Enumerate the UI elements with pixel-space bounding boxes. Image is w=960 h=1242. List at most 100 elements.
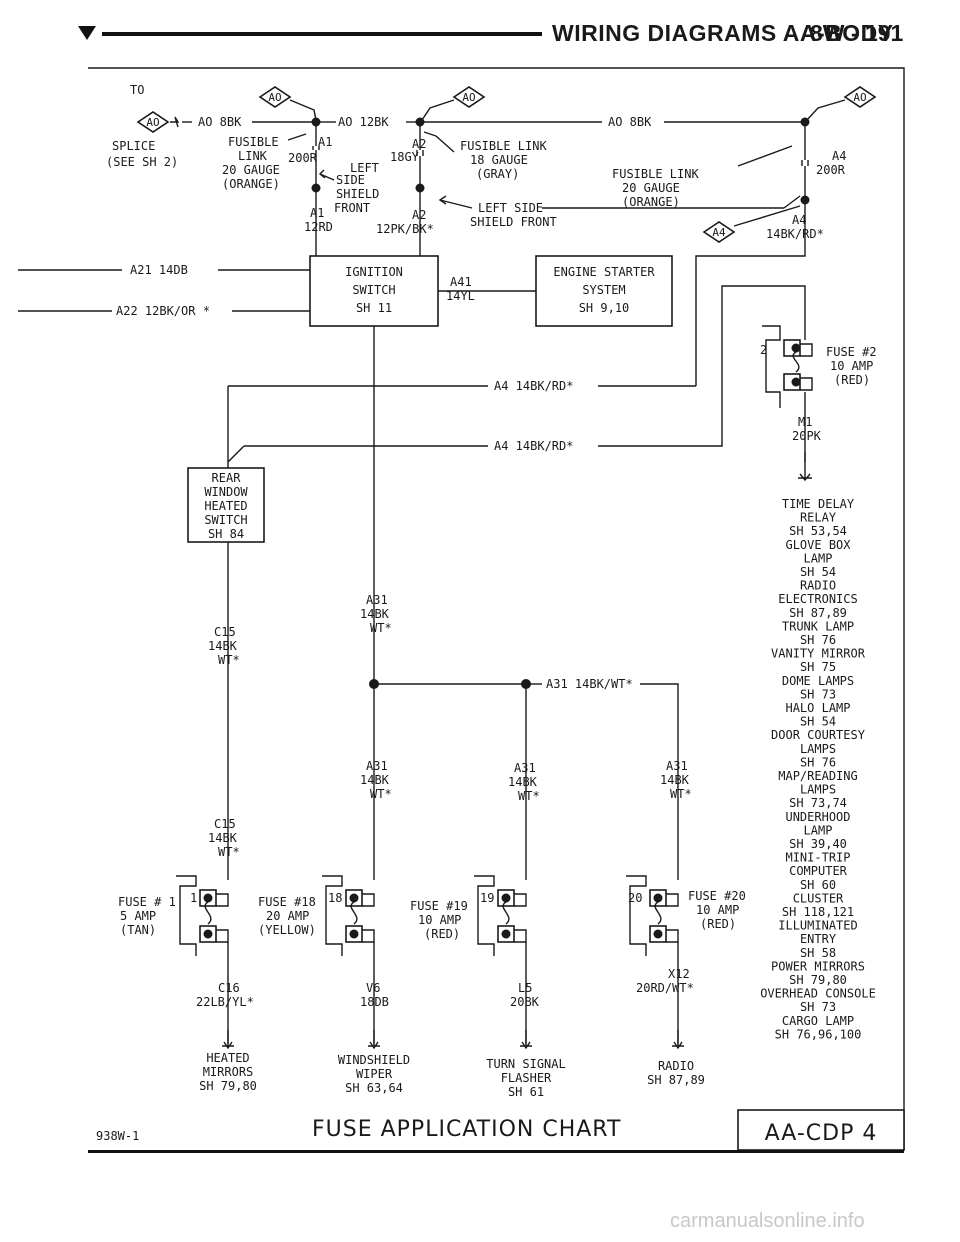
circuit-list-item: SH 39,40 (789, 837, 847, 851)
header-rule (102, 32, 542, 36)
svg-text:(TAN): (TAN) (120, 923, 156, 937)
a1-bottom-label: A1 (310, 206, 324, 220)
left-side-shield-label: LEFT SIDE SHIELD FRONT (334, 161, 379, 215)
svg-text:WINDSHIELD: WINDSHIELD (338, 1053, 410, 1067)
fuse-20-label: FUSE #20 10 AMP (RED) (688, 889, 746, 931)
svg-text:SH 84: SH 84 (208, 527, 244, 541)
circuit-list-item: SH 73 (800, 687, 836, 701)
fuse-18: 18 (322, 875, 375, 956)
svg-text:WT*: WT* (370, 787, 392, 801)
svg-text:FUSE #2: FUSE #2 (826, 345, 877, 359)
a4-main-feed (695, 204, 806, 386)
svg-text:18 GAUGE: 18 GAUGE (470, 153, 528, 167)
a4-lower-bend (227, 445, 245, 463)
x12-label: X12 (668, 967, 690, 981)
circuit-list-item: HALO LAMP (785, 701, 850, 715)
fusible-left-wire (312, 126, 320, 186)
windshield-wiper-label: WINDSHIELD WIPER SH 63,64 (338, 1053, 410, 1095)
l5-splice-icon (520, 1030, 532, 1050)
circuit-list-item: SH 60 (800, 878, 836, 892)
svg-text:WT*: WT* (670, 787, 692, 801)
heated-mirrors-label: HEATED MIRRORS SH 79,80 (199, 1051, 257, 1093)
svg-text:(RED): (RED) (834, 373, 870, 387)
svg-text:FRONT: FRONT (334, 201, 370, 215)
shield-front-end (783, 195, 801, 209)
svg-text:(YELLOW): (YELLOW) (258, 923, 316, 937)
circuit-list-item: COMPUTER (789, 864, 848, 878)
circuit-list-item: DOOR COURTESY (771, 728, 866, 742)
circuit-list-item: LAMPS (800, 742, 836, 756)
svg-text:A31: A31 (514, 761, 536, 775)
circuit-list-item: MAP/READING (778, 769, 857, 783)
svg-text:(GRAY): (GRAY) (476, 167, 519, 181)
ignition-switch-sheet: SH 11 (356, 301, 392, 315)
svg-text:14BK: 14BK (360, 773, 390, 787)
fusible-mid-leader (423, 131, 455, 153)
svg-text:FUSE # 1: FUSE # 1 (118, 895, 176, 909)
engine-starter-sheet: SH 9,10 (579, 301, 630, 315)
circuit-list-item: SH 76,96,100 (775, 1027, 862, 1041)
svg-text:14BK: 14BK (360, 607, 390, 621)
a4-circuit-label: A4 (832, 149, 846, 163)
svg-text:20: 20 (628, 891, 642, 905)
v6-gauge-label: 18DB (360, 995, 389, 1009)
svg-text:SWITCH: SWITCH (204, 513, 247, 527)
a2-bottom-label: A2 (412, 208, 426, 222)
svg-text:WT*: WT* (218, 845, 240, 859)
drawing-code: 938W-1 (96, 1129, 139, 1143)
m1-splice-icon (798, 452, 812, 482)
circuit-list-item: VANITY MIRROR (771, 647, 866, 661)
svg-text:A31: A31 (366, 759, 388, 773)
watermark: carmanualsonline.info (670, 1210, 865, 1232)
svg-text:10 AMP: 10 AMP (418, 913, 461, 927)
svg-text:A4: A4 (712, 226, 726, 239)
svg-text:LEFT SIDE: LEFT SIDE (478, 201, 543, 215)
connector-ao-top-left: AO (258, 86, 292, 108)
page-header: WIRING DIAGRAMS AA-BODY 8W - 191 (0, 0, 960, 70)
fuse-1: 1 (176, 875, 229, 956)
ignition-switch-label: IGNITION (345, 265, 403, 279)
fusible-right-wire (801, 126, 809, 198)
circuit-list-item: SH 75 (800, 660, 836, 674)
svg-text:FUSE #20: FUSE #20 (688, 889, 746, 903)
m1-label: M1 (798, 415, 812, 429)
chart-title: FUSE APPLICATION CHART (312, 1117, 621, 1142)
fusible-link-mid-label: FUSIBLE LINK 18 GAUGE (GRAY) (460, 139, 547, 181)
fuse-20: 20 (626, 875, 679, 956)
svg-text:SH 63,64: SH 63,64 (345, 1081, 403, 1095)
circuit-list-item: CARGO LAMP (782, 1014, 854, 1028)
see-sheet-label: (SEE SH 2) (106, 155, 178, 169)
a41-gauge-label: 14YL (446, 289, 475, 303)
circuit-list-item: GLOVE BOX (785, 538, 851, 552)
a31-branch-right (640, 683, 679, 880)
circuit-list-item: ENTRY (800, 932, 837, 946)
splice-break-symbol (170, 116, 180, 128)
a2-gauge-label: 18GY (390, 150, 420, 164)
splice-label: SPLICE (112, 139, 155, 153)
svg-text:MIRRORS: MIRRORS (203, 1065, 254, 1079)
circuit-list-item: LAMP (804, 823, 833, 837)
a1-12rd-label: 12RD (304, 220, 333, 234)
circuit-list-item: CLUSTER (793, 891, 844, 905)
circuit-list-item: DOME LAMPS (782, 674, 854, 688)
connector-ao-splice: AO (136, 111, 170, 133)
header-title: WIRING DIAGRAMS AA-BODY (552, 20, 894, 46)
circuit-list-item: RELAY (800, 511, 837, 525)
ignition-switch-box (309, 255, 439, 327)
circuit-list-item: SH 79,80 (789, 973, 847, 987)
svg-text:WIPER: WIPER (356, 1067, 393, 1081)
c15-bottom-label: C15 14BK WT* (208, 817, 240, 859)
a41-label: A41 (450, 275, 472, 289)
left-side-shield-front-label: LEFT SIDE SHIELD FRONT (470, 201, 557, 229)
wire-a4-upper: A4 14BK/RD* (494, 379, 573, 393)
svg-text:14BK: 14BK (208, 639, 238, 653)
circuit-list-item: LAMP (804, 551, 833, 565)
svg-text:AO: AO (853, 91, 866, 104)
fuse-1-label: FUSE # 1 5 AMP (TAN) (118, 895, 176, 937)
connector-a4: A4 (702, 221, 736, 243)
fusible-mid-wire (416, 126, 424, 186)
svg-text:LINK: LINK (238, 149, 268, 163)
svg-text:SH 87,89: SH 87,89 (647, 1073, 705, 1087)
svg-text:FLASHER: FLASHER (501, 1071, 552, 1085)
svg-text:SH 61: SH 61 (508, 1085, 544, 1099)
